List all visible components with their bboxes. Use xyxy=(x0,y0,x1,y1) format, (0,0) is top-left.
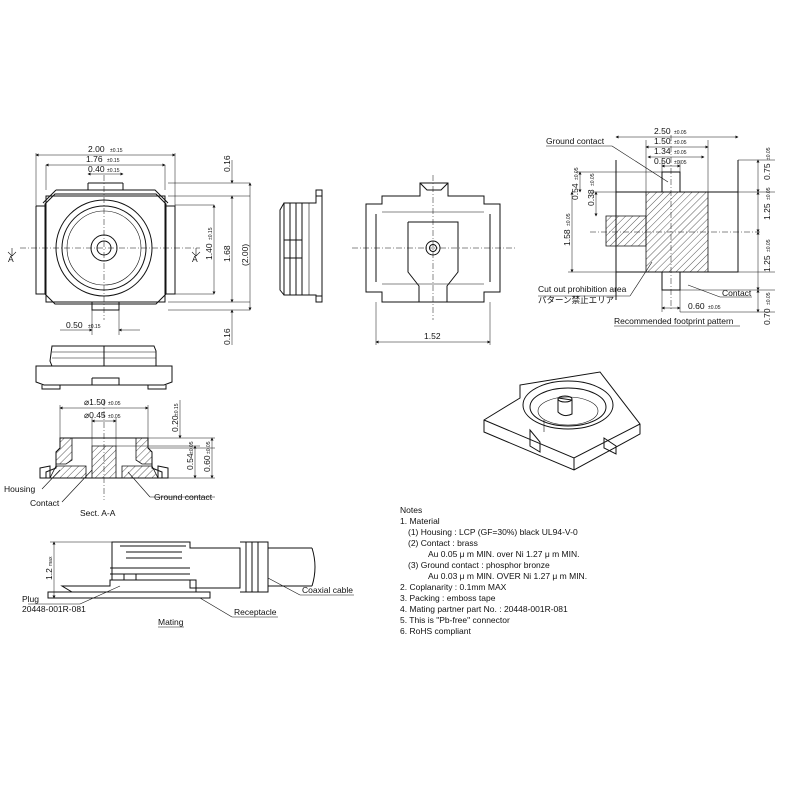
fp-dim-2-50: 2.50 xyxy=(654,126,671,136)
note-line-9: 4. Mating partner part No. : 20448-001R-… xyxy=(400,604,568,614)
dim-inner-diameter: ⌀0.45 xyxy=(84,410,106,420)
fp-tol-0-75: ±0.05 xyxy=(766,147,772,160)
label-plug-part: 20448-001R-081 xyxy=(22,604,86,614)
note-line-11: 6. RoHS compliant xyxy=(400,626,472,636)
fp-dim-1-25b: 1.25 xyxy=(762,255,772,272)
dim-v-mid: 1.68 xyxy=(222,245,232,262)
fp-dim-1-58: 1.58 xyxy=(562,229,572,246)
note-line-10: 5. This is "Pb-free" connector xyxy=(400,615,510,625)
fp-tol-1-25a: ±0.05 xyxy=(766,187,772,200)
mating-caption: Mating xyxy=(158,617,184,627)
dim-bottom-width: 1.52 xyxy=(424,331,441,341)
fp-tol-1-58: ±0.05 xyxy=(566,213,572,226)
tol-h1: ±0.05 xyxy=(189,441,195,454)
dim-bottom-width: 0.50 xyxy=(66,320,83,330)
fp-tol-1-34: ±0.05 xyxy=(674,150,687,156)
note-line-5: (3) Ground contact : phosphor bronze xyxy=(408,560,550,570)
dim-slot-width: 0.40 xyxy=(88,164,105,174)
tol-slot-width: ±0.15 xyxy=(107,168,120,174)
dim-top-height: 0.20 xyxy=(170,415,180,432)
fp-label-contact: Contact xyxy=(722,288,752,298)
dim-h1: 0.54 xyxy=(185,453,195,470)
fp-dim-1-25a: 1.25 xyxy=(762,203,772,220)
fp-tol-1-50: ±0.05 xyxy=(674,140,687,146)
label-ground-contact: Ground contact xyxy=(154,492,213,502)
note-line-3: (2) Contact : brass xyxy=(408,538,478,548)
fp-caption: Recommended footprint pattern xyxy=(614,316,734,326)
section-label-left: A xyxy=(8,254,14,264)
fp-tol-0-38: ±0.05 xyxy=(590,173,596,186)
fp-dim-0-75: 0.75 xyxy=(762,163,772,180)
dim-outer-diameter: ⌀1.50 xyxy=(84,397,106,407)
dim-mating-height: 1.2 xyxy=(44,568,54,580)
tol-inner-width: ±0.15 xyxy=(107,158,120,164)
dim-h2: 0.60 xyxy=(202,455,212,472)
fp-dim-0-70: 0.70 xyxy=(762,308,772,325)
dim-v-total: (2.00) xyxy=(240,244,250,266)
fp-tol-2-50: ±0.05 xyxy=(674,130,687,136)
dim-inner-width: 1.76 xyxy=(86,154,103,164)
dim-v-inner: 1.40 xyxy=(204,243,214,260)
fp-label-cutout-en: Cut out prohibition area xyxy=(538,284,627,294)
section-view: ⌀1.50 ±0.05 ⌀0.45 ±0.05 0.20 ±0.15 0.54 … xyxy=(4,397,215,518)
fp-tol-1-25b: ±0.05 xyxy=(766,239,772,252)
dim-v-bottom: 0.16 xyxy=(222,328,232,345)
label-contact: Contact xyxy=(30,498,60,508)
label-receptacle: Receptacle xyxy=(234,607,277,617)
fp-dim-1-50: 1.50 xyxy=(654,136,671,146)
tol-bottom-width: ±0.15 xyxy=(88,324,101,330)
bottom-view: 1.52 xyxy=(352,175,515,345)
fp-tol-0-70: ±0.05 xyxy=(766,292,772,305)
fp-dim-0-38: 0.38 xyxy=(586,189,596,206)
side-view xyxy=(279,189,323,303)
note-line-1: 1. Material xyxy=(400,516,440,526)
fp-tol-0-50: ±0.05 xyxy=(674,160,687,166)
dim-top-width: 2.00 xyxy=(88,144,105,154)
tol-v-inner: ±0.15 xyxy=(208,227,214,240)
tol-inner-diameter: ±0.05 xyxy=(108,414,121,420)
fp-dim-1-34: 1.34 xyxy=(654,146,671,156)
isometric-view xyxy=(483,371,641,471)
note-line-6: Au 0.03 μ m MIN. OVER Ni 1.27 μ m MIN. xyxy=(428,571,587,581)
fp-tol-0-54: ±0.05 xyxy=(574,167,580,180)
fp-dim-0-54: 0.54 xyxy=(570,183,580,200)
dim-v-top: 0.16 xyxy=(222,155,232,172)
label-housing: Housing xyxy=(4,484,35,494)
label-plug: Plug xyxy=(22,594,39,604)
footprint-view: 2.50 ±0.05 1.50 ±0.05 1.34 ±0.05 0.50 ±0… xyxy=(538,126,775,327)
front-view xyxy=(35,345,173,390)
section-caption: Sect. A-A xyxy=(80,508,116,518)
tol-top-height: ±0.15 xyxy=(174,403,180,416)
note-line-8: 3. Packing : emboss tape xyxy=(400,593,496,603)
fp-tol-0-60: ±0.05 xyxy=(708,305,721,311)
fp-dim-0-50: 0.50 xyxy=(654,156,671,166)
dim-mating-height-sub: max xyxy=(48,556,54,566)
fp-label-cutout-jp: パターン禁止エリア xyxy=(538,295,614,305)
note-line-4: Au 0.05 μ m MIN. over Ni 1.27 μ m MIN. xyxy=(428,549,580,559)
notes-title: Notes xyxy=(400,505,422,515)
fp-dim-0-60: 0.60 xyxy=(688,301,705,311)
note-line-2: (1) Housing : LCP (GF=30%) black UL94-V-… xyxy=(408,527,578,537)
notes: Notes 1. Material (1) Housing : LCP (GF=… xyxy=(400,505,587,636)
tol-top-width: ±0.15 xyxy=(110,148,123,154)
mating-view: 1.2 max Plug 20448-001R-081 Coaxial cabl… xyxy=(22,541,354,628)
label-coaxial-cable: Coaxial cable xyxy=(302,585,353,595)
fp-label-ground-contact: Ground contact xyxy=(546,136,605,146)
tol-h2: ±0.05 xyxy=(206,441,212,454)
note-line-7: 2. Coplanarity : 0.1mm MAX xyxy=(400,582,507,592)
tol-outer-diameter: ±0.05 xyxy=(108,401,121,407)
section-label-right: A xyxy=(192,254,198,264)
top-view: A A 2.00 ±0.15 1.76 ±0.15 0.40 ±0.15 0.5… xyxy=(7,144,252,345)
